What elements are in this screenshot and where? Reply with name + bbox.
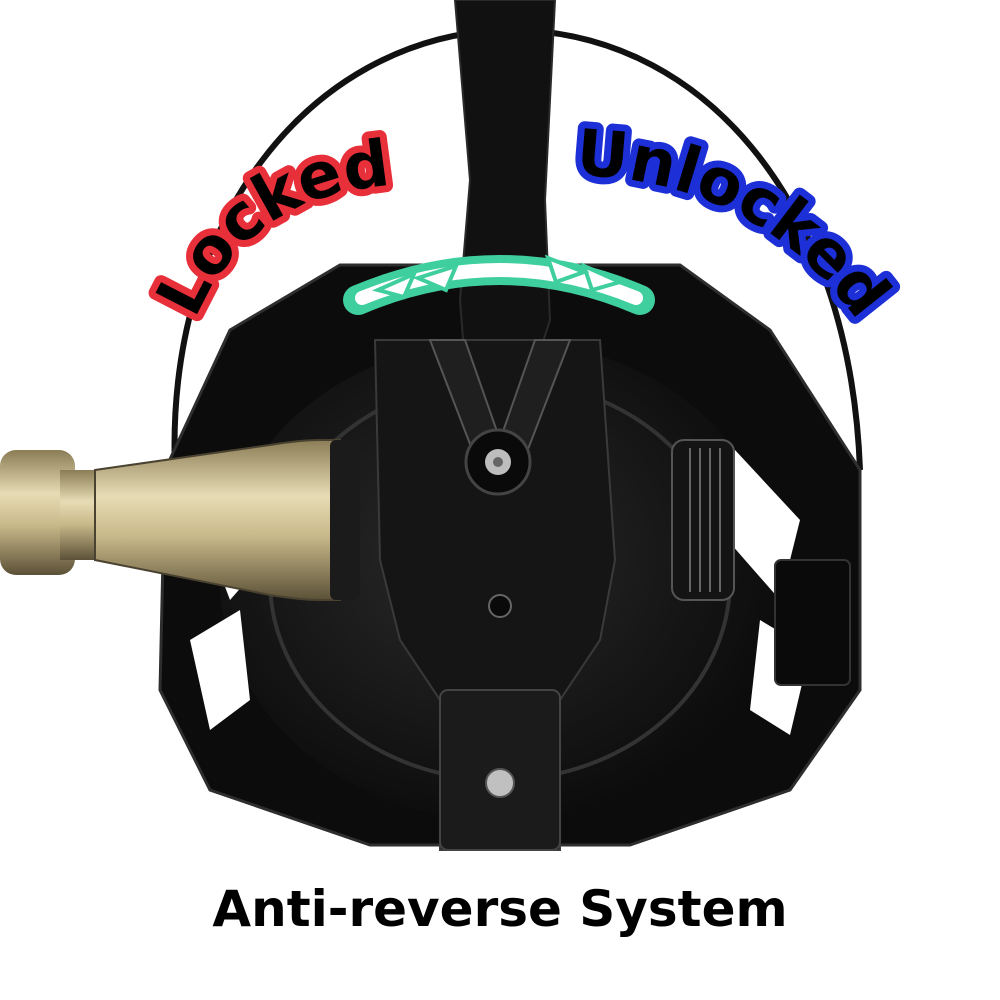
knurled-knob xyxy=(671,439,735,601)
direction-arrowheads xyxy=(372,254,626,300)
caption: Anti-reverse System xyxy=(212,880,788,938)
body-port xyxy=(488,594,512,618)
body-screw xyxy=(485,768,515,798)
gold-handle xyxy=(0,439,360,601)
